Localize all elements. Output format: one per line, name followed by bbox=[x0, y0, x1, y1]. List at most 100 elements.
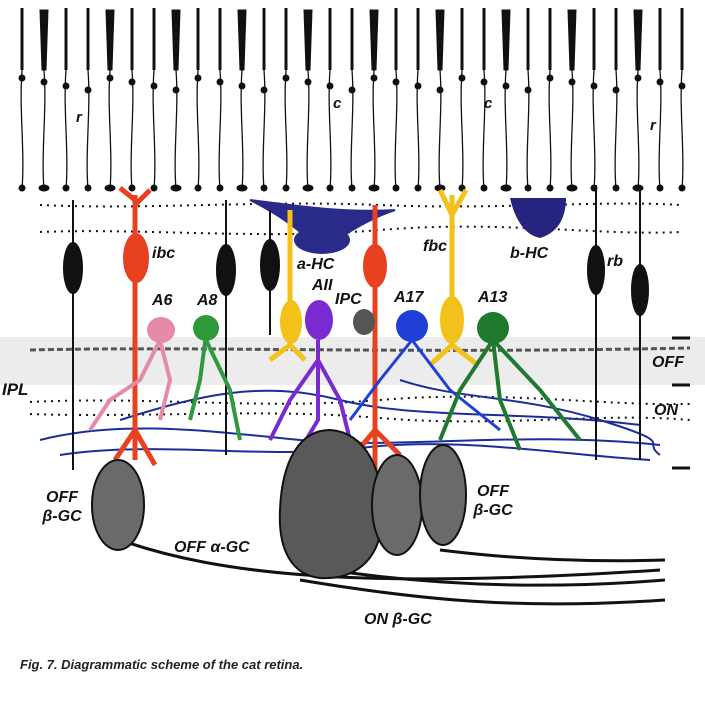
ibc-body bbox=[123, 233, 149, 283]
label-off-beta-gc-right-line1: OFF bbox=[477, 483, 509, 500]
cone-pedicle bbox=[500, 184, 512, 192]
photoreceptor-axon bbox=[86, 69, 90, 191]
photoreceptor-soma bbox=[678, 82, 686, 90]
label-off-layer: OFF bbox=[652, 354, 684, 371]
ob2-body bbox=[363, 244, 387, 288]
photoreceptor-soma bbox=[84, 86, 92, 94]
rod-spherule bbox=[392, 184, 400, 192]
label-off-beta-gc-left-line1: OFF bbox=[46, 489, 78, 506]
rod-spherule bbox=[524, 184, 532, 192]
rod-spherule bbox=[84, 184, 92, 192]
label-rb: rb bbox=[607, 253, 623, 270]
ganglion-cells bbox=[91, 428, 666, 606]
photoreceptor-axon bbox=[658, 69, 662, 191]
label-c-left: c bbox=[333, 95, 342, 112]
photoreceptor-axon bbox=[482, 69, 486, 191]
photoreceptor-soma bbox=[590, 82, 598, 90]
rod-spherule bbox=[216, 184, 224, 192]
ybc2-body bbox=[280, 300, 302, 344]
photoreceptor-soma bbox=[524, 86, 532, 94]
rod-spherule bbox=[128, 184, 136, 192]
label-off-beta-gc-right-line2: β-GC bbox=[473, 502, 513, 519]
off-beta-gc-right-soma bbox=[419, 444, 467, 546]
label-r-left: r bbox=[76, 109, 82, 126]
ipc-body bbox=[353, 309, 375, 335]
photoreceptor-soma bbox=[392, 78, 400, 86]
rod-spherule bbox=[260, 184, 268, 192]
layer-ticks bbox=[672, 336, 690, 470]
label-a8: A8 bbox=[197, 292, 218, 309]
photoreceptor-axon bbox=[438, 69, 442, 191]
photoreceptor-soma bbox=[414, 82, 422, 90]
photoreceptor-soma bbox=[370, 74, 378, 82]
label-r-right: r bbox=[650, 117, 656, 134]
label-a13: A13 bbox=[478, 289, 508, 306]
label-a-hc: a-HC bbox=[297, 256, 335, 273]
label-b-hc: b-HC bbox=[510, 245, 549, 262]
label-aii: AII bbox=[312, 277, 333, 294]
a6-cell bbox=[88, 339, 173, 432]
photoreceptor-soma bbox=[502, 82, 510, 90]
off-alpha-gc-soma bbox=[278, 428, 384, 580]
cone-pedicle bbox=[104, 184, 116, 192]
label-a6: A6 bbox=[152, 292, 173, 309]
cone-pedicle bbox=[38, 184, 50, 192]
cone-outer-segment bbox=[303, 9, 313, 71]
rod-spherule bbox=[326, 184, 334, 192]
label-off-beta-gc-left-line2: β-GC bbox=[42, 508, 82, 525]
cone-outer-segment bbox=[105, 9, 115, 71]
label-fbc: fbc bbox=[423, 238, 447, 255]
cone-pedicle bbox=[632, 184, 644, 192]
a-hc-body bbox=[294, 226, 350, 254]
label-ibc: ibc bbox=[152, 245, 176, 262]
off-beta-gc-left-soma bbox=[91, 459, 145, 551]
a8-cell bbox=[188, 334, 242, 441]
ipl-mid-line bbox=[29, 346, 691, 352]
photoreceptor-axon bbox=[570, 69, 574, 191]
rod-spherule bbox=[678, 184, 686, 192]
label-on-layer: ON bbox=[654, 402, 678, 419]
photoreceptor-soma bbox=[348, 86, 356, 94]
photoreceptor-axon bbox=[130, 69, 134, 191]
photoreceptor-soma bbox=[546, 74, 554, 82]
photoreceptor-soma bbox=[128, 78, 136, 86]
rod-spherule bbox=[414, 184, 422, 192]
a17-cell bbox=[348, 339, 501, 432]
cone-outer-segment bbox=[237, 9, 247, 71]
photoreceptor-soma bbox=[634, 74, 642, 82]
label-ipl: IPL bbox=[2, 380, 29, 399]
rod-spherule bbox=[612, 184, 620, 192]
label-off-beta-gc-right: OFF β-GC bbox=[466, 484, 520, 519]
photoreceptor-axon bbox=[372, 69, 376, 191]
photoreceptor-soma bbox=[194, 74, 202, 82]
rod-spherule bbox=[18, 184, 26, 192]
photoreceptor-soma bbox=[656, 78, 664, 86]
cone-pedicle bbox=[236, 184, 248, 192]
aii-body bbox=[305, 300, 333, 340]
a8-body bbox=[193, 315, 219, 341]
label-ipc: IPC bbox=[335, 291, 362, 308]
photoreceptor-axon bbox=[306, 69, 310, 191]
photoreceptor-row bbox=[18, 8, 686, 192]
cone-outer-segment bbox=[435, 9, 445, 71]
photoreceptor-axon bbox=[284, 69, 288, 191]
black-cells bbox=[63, 185, 649, 470]
photoreceptor-axon bbox=[196, 69, 200, 191]
photoreceptor-axon bbox=[526, 69, 530, 191]
cone-pedicle bbox=[302, 184, 314, 192]
cone-outer-segment bbox=[369, 9, 379, 71]
retina-diagram bbox=[0, 8, 705, 606]
on-beta-gc-soma bbox=[371, 454, 423, 556]
a13-cell bbox=[438, 338, 582, 451]
a6-body bbox=[147, 317, 175, 343]
a17-body bbox=[396, 310, 428, 342]
photoreceptor-axon bbox=[394, 69, 398, 191]
a13-body bbox=[477, 312, 509, 344]
photoreceptor-soma bbox=[480, 78, 488, 86]
photoreceptor-soma bbox=[106, 74, 114, 82]
photoreceptor-axon bbox=[174, 69, 178, 191]
b-hc-cell bbox=[510, 198, 566, 238]
photoreceptor-axon bbox=[350, 69, 354, 191]
cone-outer-segment bbox=[171, 9, 181, 71]
photoreceptor-axon bbox=[108, 69, 112, 191]
